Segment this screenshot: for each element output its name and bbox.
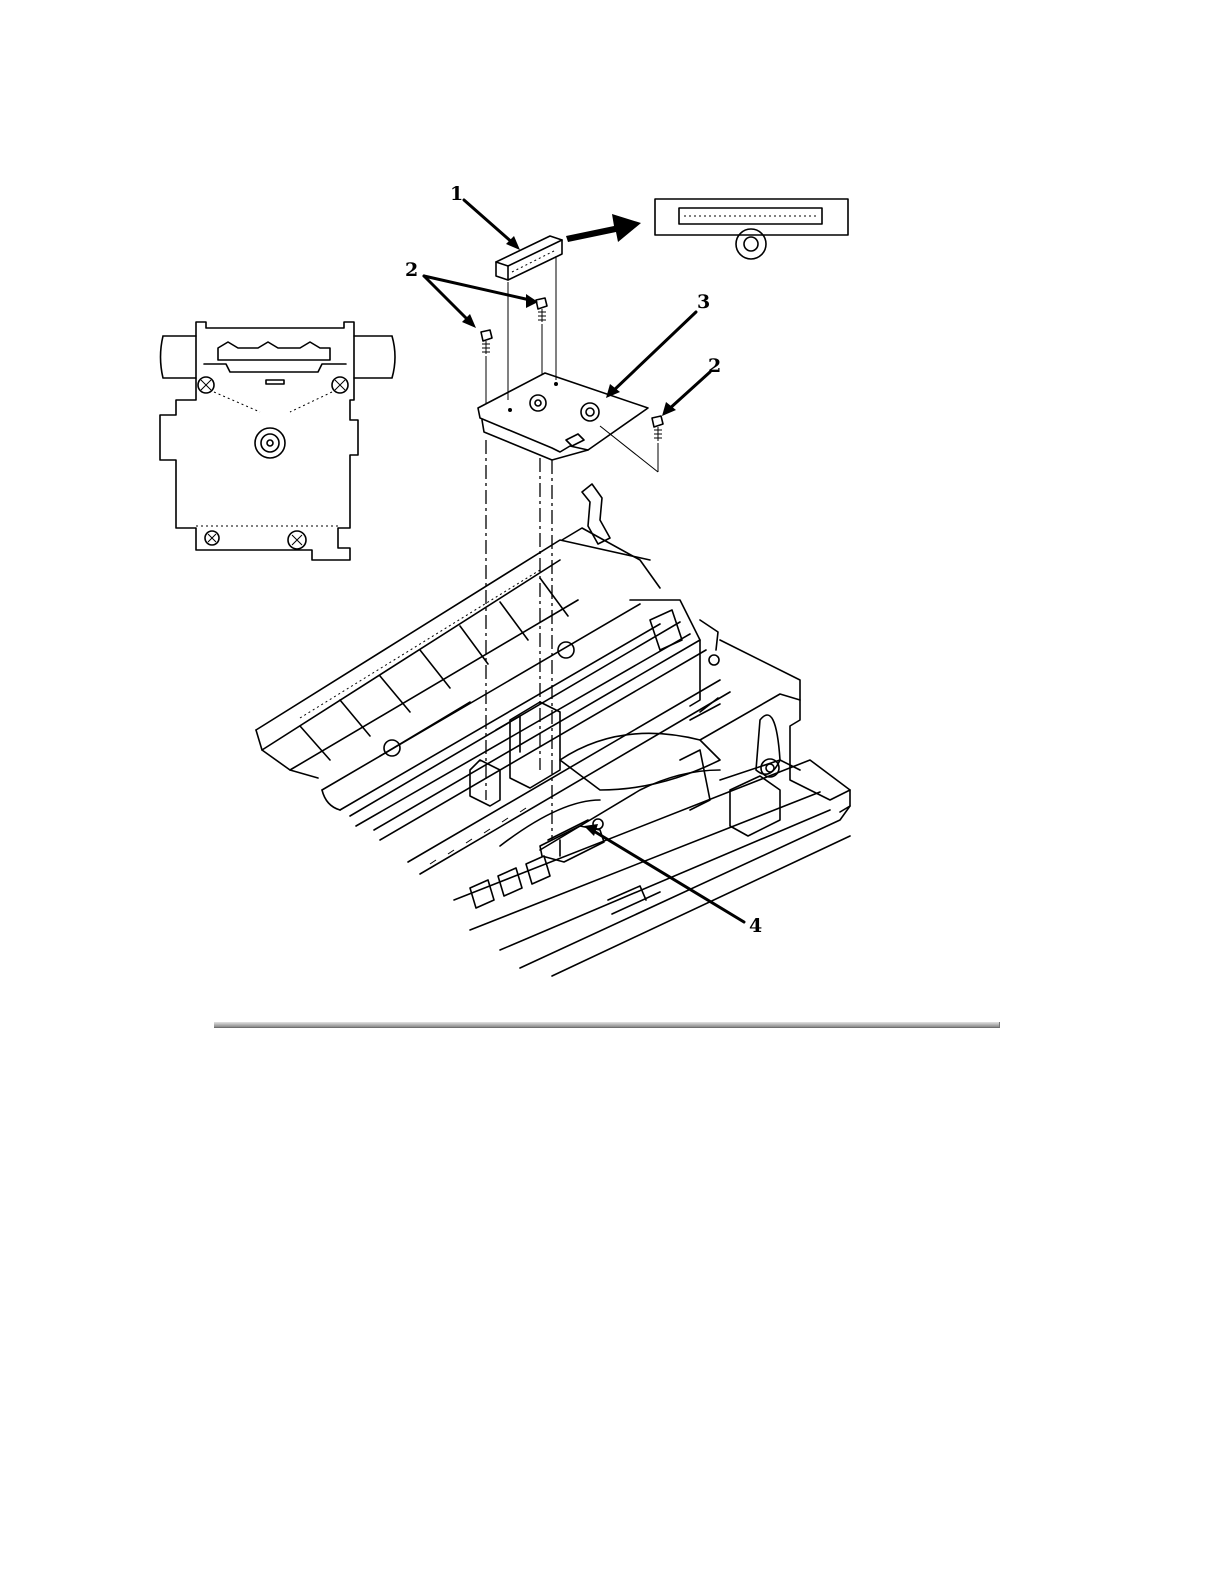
- callout-1: 1: [450, 183, 463, 205]
- callout-2-right: 2: [708, 355, 721, 377]
- callout-2-left: 2: [405, 259, 418, 281]
- callout-leaders: [424, 200, 744, 922]
- part-1-connector: [496, 236, 562, 280]
- callout-3: 3: [697, 291, 710, 313]
- horizontal-rule: [214, 1022, 1000, 1028]
- part-2-screw-left: [481, 330, 492, 354]
- carriage-rear-view-inset: [160, 322, 395, 560]
- part-2-screw-middle: [536, 298, 547, 322]
- direction-arrow: [566, 214, 641, 242]
- printer-body: [256, 484, 850, 976]
- callout-4: 4: [749, 915, 762, 937]
- part-2-screw-right: [652, 416, 663, 441]
- connector-detail-inset: [655, 199, 848, 259]
- part-3-plate: [478, 373, 648, 460]
